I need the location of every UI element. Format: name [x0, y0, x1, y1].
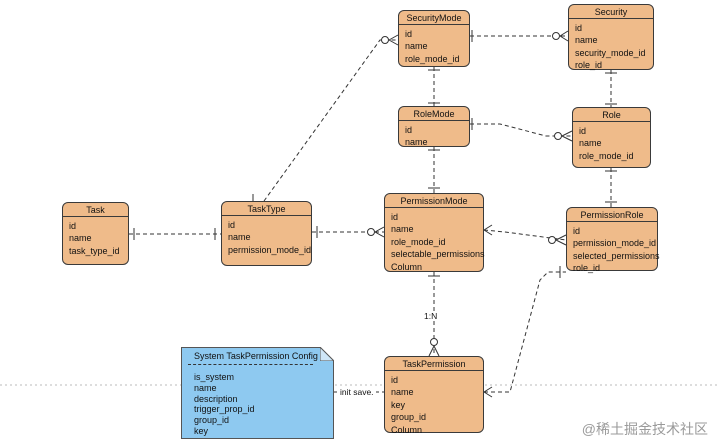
- edge-task-tasktype-bars: [133, 228, 216, 240]
- note-field: description: [194, 393, 238, 404]
- entity-field: id: [405, 125, 413, 135]
- entity-field: group_id: [391, 412, 427, 423]
- cardinality-label: 1:N: [424, 311, 438, 321]
- entity-field: name: [579, 138, 602, 149]
- edge-permissionmode-permissionrole: [483, 229, 567, 241]
- entity-field: selected_permissions: [573, 250, 660, 261]
- entity-field: Column: [391, 261, 423, 272]
- edge-taskpermission-permissionrole: [484, 271, 566, 393]
- entity-task[interactable]: Task id name task_type_id: [62, 202, 129, 265]
- note-field: name: [194, 382, 217, 393]
- entity-field: role_mode_id: [391, 236, 446, 247]
- note-separator: [188, 364, 313, 365]
- entity-permissionrole[interactable]: PermissionRole id permission_mode_id sel…: [566, 207, 660, 274]
- entity-field: id: [228, 220, 236, 230]
- note-field: is_system: [194, 372, 235, 382]
- entity-field: role_id: [575, 60, 603, 71]
- entity-field: name: [391, 387, 414, 398]
- entity-permissionmode[interactable]: PermissionMode id name role_mode_id sele…: [384, 193, 485, 272]
- entity-field: id: [391, 375, 399, 385]
- entity-field: name: [69, 233, 92, 244]
- entity-role[interactable]: Role id name role_mode_id: [572, 107, 651, 168]
- entity-field: security_mode_id: [575, 47, 646, 58]
- entity-field: permission_mode_id: [228, 244, 312, 255]
- entity-title: SecurityMode: [399, 11, 469, 25]
- entity-field: name: [391, 224, 414, 235]
- entity-field: task_type_id: [69, 245, 120, 256]
- entity-title: RoleMode: [399, 107, 469, 121]
- entity-field: id: [405, 29, 413, 39]
- entity-securitymode[interactable]: SecurityMode id name role_mode_id: [398, 10, 470, 67]
- entity-field: key: [391, 399, 406, 410]
- entity-field: id: [575, 23, 583, 33]
- entity-title: PermissionRole: [567, 208, 657, 222]
- entity-field: Column: [391, 424, 423, 435]
- entity-field: role_mode_id: [405, 53, 460, 64]
- entity-field: id: [69, 221, 77, 231]
- entity-field: id: [579, 126, 587, 136]
- watermark: @稀土掘金技术社区: [581, 421, 708, 437]
- edge-tasktype-securitymode: [263, 39, 398, 202]
- config-note[interactable]: System TaskPermission Config is_system n…: [181, 347, 334, 439]
- edge-label-init-save: init save.: [340, 387, 374, 397]
- entity-taskpermission[interactable]: TaskPermission id name key group_id Colu…: [384, 356, 484, 435]
- entity-security[interactable]: Security id name security_mode_id role_i…: [568, 4, 654, 70]
- entity-title: Security: [569, 5, 653, 19]
- entity-field: id: [391, 212, 399, 222]
- edge-rolemode-role: [470, 123, 572, 137]
- entity-title: Role: [573, 108, 650, 122]
- entity-field: name: [405, 41, 428, 52]
- entity-title: PermissionMode: [385, 194, 483, 208]
- entity-title: TaskType: [222, 202, 311, 216]
- entity-field: permission_mode_id: [573, 238, 657, 249]
- entity-field: role_mode_id: [579, 150, 634, 161]
- entity-tasktype[interactable]: TaskType id name permission_mode_id: [221, 201, 312, 266]
- entity-field: role_id: [573, 263, 601, 274]
- entity-title: Task: [63, 203, 128, 217]
- note-field: group_id: [194, 415, 230, 426]
- entity-field: name: [228, 232, 251, 243]
- note-fold-corner: [320, 347, 334, 361]
- entity-field: name: [405, 137, 428, 148]
- note-title: System TaskPermission Config: [194, 351, 318, 361]
- entity-title: TaskPermission: [385, 357, 483, 371]
- note-field: key: [194, 425, 209, 436]
- entity-field: name: [575, 35, 598, 46]
- entity-rolemode[interactable]: RoleMode id name: [398, 106, 470, 147]
- entity-field: selectable_permissions: [391, 249, 485, 260]
- note-field: trigger_prop_id: [194, 404, 255, 415]
- entity-field: id: [573, 226, 581, 236]
